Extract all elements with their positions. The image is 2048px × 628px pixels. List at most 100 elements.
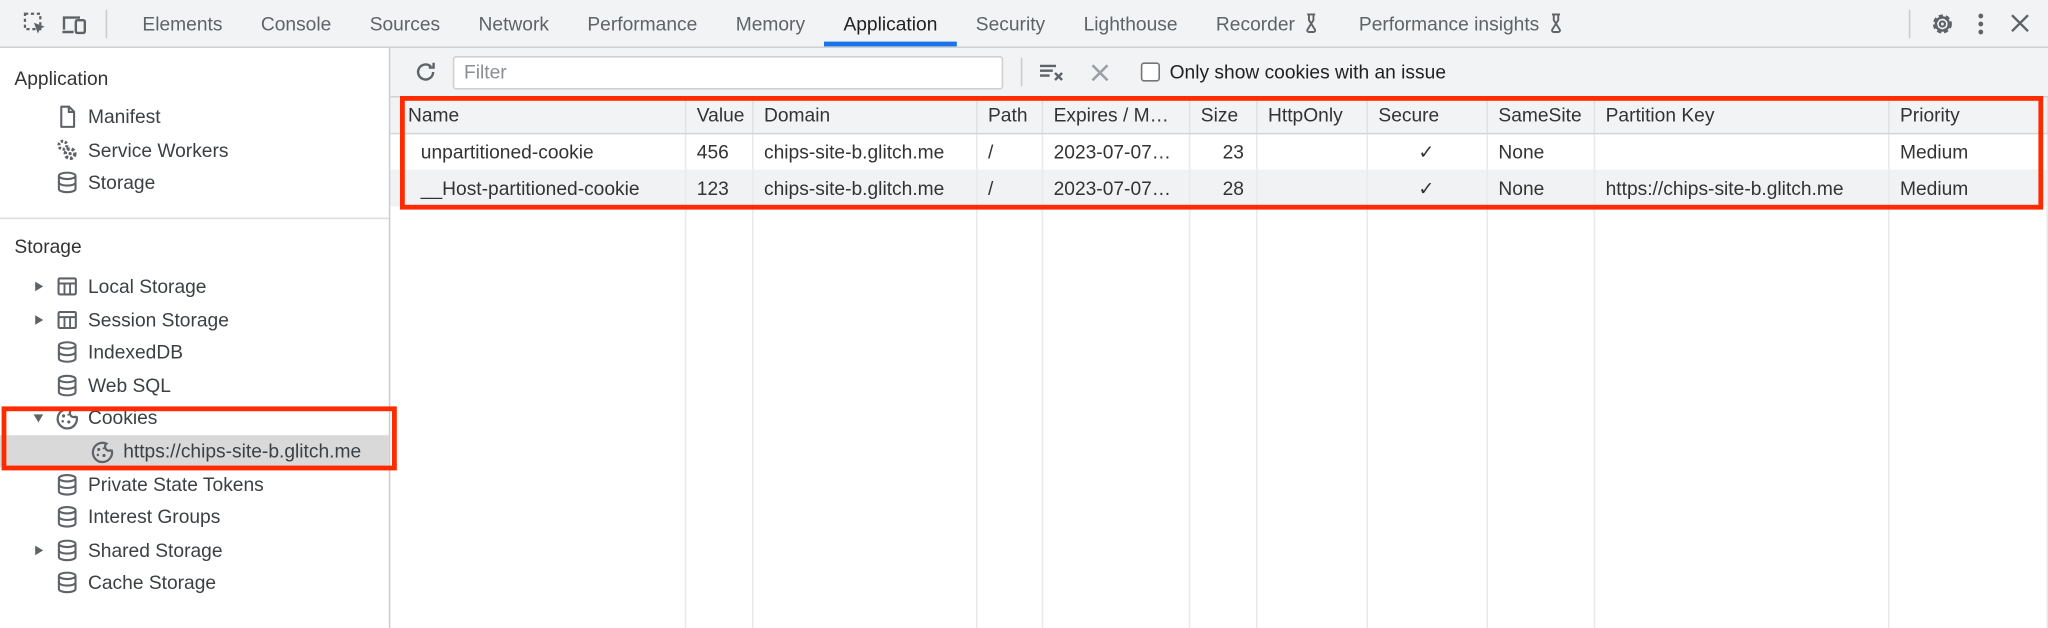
sidebar-item-manifest[interactable]: Manifest bbox=[0, 101, 389, 134]
column-header-domain[interactable]: Domain bbox=[752, 97, 977, 134]
column-header-path[interactable]: Path bbox=[976, 97, 1043, 134]
column-header-priority[interactable]: Priority bbox=[1888, 97, 2048, 134]
cell-secure: ✓ bbox=[1366, 132, 1488, 170]
chevron-right-icon[interactable] bbox=[22, 282, 54, 292]
only-issues-checkbox[interactable] bbox=[1140, 62, 1160, 82]
sidebar-item-cache-storage[interactable]: Cache Storage bbox=[0, 567, 389, 600]
cookies-table: Name Value Domain Path Expires / M… Size… bbox=[390, 97, 2048, 628]
cell-size: 28 bbox=[1188, 169, 1257, 207]
database-icon bbox=[57, 506, 77, 528]
tab-lighthouse[interactable]: Lighthouse bbox=[1083, 12, 1178, 35]
cell-name: unpartitioned-cookie bbox=[390, 132, 686, 170]
sidebar-item-storage[interactable]: Storage bbox=[0, 167, 389, 200]
document-icon bbox=[60, 106, 76, 129]
cell-samesite: None bbox=[1486, 169, 1595, 207]
cell-expires: 2023-07-07… bbox=[1041, 169, 1190, 207]
database-icon bbox=[57, 473, 77, 495]
cell-domain: chips-site-b.glitch.me bbox=[752, 132, 977, 170]
column-header-expires[interactable]: Expires / M… bbox=[1041, 97, 1190, 134]
column-header-value[interactable]: Value bbox=[684, 97, 753, 134]
column-header-samesite[interactable]: SameSite bbox=[1486, 97, 1595, 134]
sidebar-item-cookies[interactable]: Cookies bbox=[0, 402, 389, 435]
cell-partition-key: https://chips-site-b.glitch.me bbox=[1593, 169, 1889, 207]
inspect-element-icon[interactable] bbox=[16, 4, 54, 42]
chevron-right-icon[interactable] bbox=[22, 315, 54, 325]
experiment-flask-icon bbox=[1303, 13, 1321, 34]
cell-expires: 2023-07-07… bbox=[1041, 132, 1190, 170]
column-header-size[interactable]: Size bbox=[1188, 97, 1257, 134]
database-icon bbox=[57, 172, 77, 194]
tab-memory[interactable]: Memory bbox=[735, 12, 806, 35]
chevron-right-icon[interactable] bbox=[22, 545, 54, 555]
cookies-panel: Only show cookies with an issue Name Val… bbox=[390, 48, 2048, 628]
panel-tabs: Elements Console Sources Network Perform… bbox=[123, 0, 1584, 47]
device-toolbar-icon[interactable] bbox=[54, 4, 92, 42]
cell-partition-key bbox=[1593, 132, 1889, 170]
tab-network[interactable]: Network bbox=[478, 12, 549, 35]
sidebar-item-indexeddb[interactable]: IndexedDB bbox=[0, 336, 389, 369]
table-header-row: Name Value Domain Path Expires / M… Size… bbox=[390, 97, 2048, 134]
database-icon bbox=[57, 572, 77, 594]
sidebar-item-local-storage[interactable]: Local Storage bbox=[0, 270, 389, 303]
tab-console[interactable]: Console bbox=[260, 12, 332, 35]
sidebar-item-web-sql[interactable]: Web SQL bbox=[0, 369, 389, 402]
sidebar-section-application: Application bbox=[14, 66, 109, 89]
tab-recorder[interactable]: Recorder bbox=[1197, 0, 1340, 46]
table-row[interactable]: unpartitioned-cookie 456 chips-site-b.gl… bbox=[390, 132, 2048, 170]
sidebar-item-shared-storage[interactable]: Shared Storage bbox=[0, 534, 389, 567]
sidebar-item-service-workers[interactable]: Service Workers bbox=[0, 134, 389, 167]
tab-sources[interactable]: Sources bbox=[369, 12, 441, 35]
cell-path: / bbox=[976, 169, 1043, 207]
sidebar-item-cookie-origin[interactable]: https://chips-site-b.glitch.me bbox=[0, 434, 389, 468]
cookie-icon bbox=[91, 441, 114, 464]
cell-httponly bbox=[1256, 132, 1368, 170]
column-header-partition-key[interactable]: Partition Key bbox=[1593, 97, 1889, 134]
cell-httponly bbox=[1256, 169, 1368, 207]
only-issues-label: Only show cookies with an issue bbox=[1169, 60, 1446, 84]
settings-gear-icon[interactable] bbox=[1923, 4, 1961, 42]
column-header-httponly[interactable]: HttpOnly bbox=[1256, 97, 1368, 134]
filter-input[interactable] bbox=[452, 55, 1004, 89]
column-header-name[interactable]: Name bbox=[390, 97, 686, 134]
tabbar-divider bbox=[1908, 8, 1911, 38]
table-icon bbox=[57, 310, 77, 329]
sidebar-divider bbox=[0, 217, 389, 219]
database-icon bbox=[57, 539, 77, 561]
cell-secure: ✓ bbox=[1366, 169, 1488, 207]
cell-samesite: None bbox=[1486, 132, 1595, 170]
clear-all-icon[interactable] bbox=[1085, 58, 1114, 87]
sidebar-item-private-state-tokens[interactable]: Private State Tokens bbox=[0, 468, 389, 501]
experiment-flask-icon bbox=[1547, 13, 1565, 34]
more-options-icon[interactable] bbox=[1962, 4, 2000, 42]
cookies-toolbar: Only show cookies with an issue bbox=[390, 48, 2048, 98]
tabbar-divider bbox=[105, 8, 108, 38]
devtools-tabbar: Elements Console Sources Network Perform… bbox=[0, 0, 2048, 48]
cell-priority: Medium bbox=[1888, 169, 2048, 207]
cell-value: 456 bbox=[684, 132, 753, 170]
cell-priority: Medium bbox=[1888, 132, 2048, 170]
chevron-down-icon[interactable] bbox=[22, 414, 54, 422]
sidebar-section-storage: Storage bbox=[14, 235, 82, 259]
toolbar-divider bbox=[1020, 57, 1023, 87]
tab-performance-insights[interactable]: Performance insights bbox=[1340, 0, 1584, 46]
sidebar-item-interest-groups[interactable]: Interest Groups bbox=[0, 501, 389, 534]
tab-elements[interactable]: Elements bbox=[142, 12, 223, 35]
cell-name: __Host-partitioned-cookie bbox=[390, 169, 686, 207]
cell-size: 23 bbox=[1188, 132, 1257, 170]
service-workers-icon bbox=[57, 139, 77, 160]
tab-security[interactable]: Security bbox=[975, 12, 1046, 35]
refresh-icon[interactable] bbox=[411, 58, 440, 87]
column-header-secure[interactable]: Secure bbox=[1366, 97, 1488, 134]
database-icon bbox=[57, 374, 77, 397]
tab-performance[interactable]: Performance bbox=[587, 12, 698, 35]
table-empty-area bbox=[390, 206, 2048, 628]
table-icon bbox=[57, 277, 77, 296]
cell-value: 123 bbox=[684, 169, 753, 207]
cell-path: / bbox=[976, 132, 1043, 170]
table-row[interactable]: __Host-partitioned-cookie 123 chips-site… bbox=[390, 169, 2048, 207]
tab-application[interactable]: Application bbox=[824, 0, 957, 47]
close-icon[interactable] bbox=[2000, 4, 2038, 42]
clear-filter-icon[interactable] bbox=[1037, 58, 1066, 87]
sidebar-item-session-storage[interactable]: Session Storage bbox=[0, 303, 389, 336]
